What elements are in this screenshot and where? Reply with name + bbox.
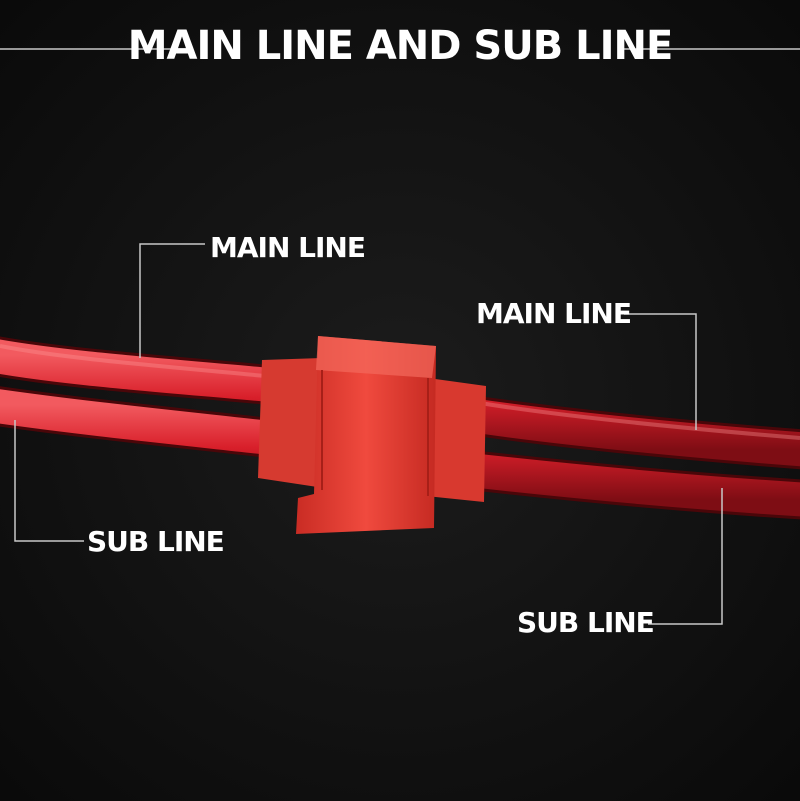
t-tap-connector (258, 336, 486, 534)
wire-highlight (479, 401, 800, 440)
callout-sub-left (14, 420, 84, 542)
main-line-label-left: MAIN LINE (210, 231, 366, 264)
connector-right-wing (426, 378, 486, 502)
sub-line-label-right: SUB LINE (517, 606, 655, 639)
sub-line-label-left: SUB LINE (87, 525, 225, 558)
wire-highlight (0, 344, 266, 378)
connector-left-wing (258, 358, 324, 488)
callout-sub-right (648, 488, 723, 625)
connector-top-face (316, 336, 436, 378)
callout-main-right (624, 313, 697, 430)
connector-body (296, 336, 436, 534)
page-title: MAIN LINE AND SUB LINE (127, 23, 674, 69)
main-line-label-right: MAIN LINE (476, 297, 632, 330)
callout-lines (14, 243, 723, 625)
callout-main-left (139, 243, 205, 358)
